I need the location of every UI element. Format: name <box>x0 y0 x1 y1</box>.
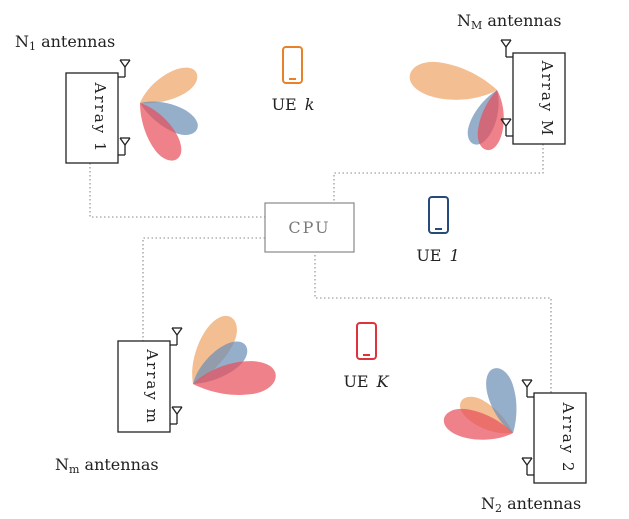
cpu-box <box>264 202 355 253</box>
array-M-box <box>512 52 566 145</box>
link-array-M <box>333 144 544 203</box>
antenna-icon <box>118 137 131 156</box>
antenna-icon <box>500 39 513 58</box>
array-1-group: Array 1 N1 antennas <box>15 32 203 167</box>
array-2-label: Array 2 <box>559 402 577 474</box>
antenna-icon <box>170 406 183 425</box>
array-2-beams <box>441 364 527 446</box>
antenna-icon <box>170 327 183 346</box>
cpu-label: CPU <box>288 218 330 237</box>
phone-icon <box>356 322 377 360</box>
array-2-antenna-count: N2 antennas <box>481 494 581 515</box>
array-m-label: Array m <box>143 348 161 425</box>
array-m-box <box>117 340 171 433</box>
antenna-icon <box>500 118 513 137</box>
array-1-antenna-count: N1 antennas <box>15 32 115 53</box>
array-M-label: Array M <box>538 60 556 138</box>
array-1-box <box>65 72 119 164</box>
array-1-label: Array 1 <box>91 82 109 154</box>
array-M-beams <box>407 58 509 152</box>
array-M-antenna-count: NM antennas <box>457 11 561 32</box>
beam-lobe <box>475 88 509 152</box>
array-2-box <box>533 392 587 484</box>
array-1-beams <box>127 60 203 167</box>
fronthaul-links <box>89 144 552 393</box>
array-m-group: Array m Nm antennas <box>55 309 278 476</box>
array-2-group: Array 2 N2 antennas <box>441 364 587 515</box>
phone-icon <box>282 46 303 84</box>
phone-icon <box>428 196 449 234</box>
antenna-icon <box>118 59 131 78</box>
array-m-beams <box>180 309 278 403</box>
array-m-antenna-count: Nm antennas <box>55 455 159 476</box>
array-M-group: Array M NM antennas <box>407 11 566 152</box>
antenna-icon <box>521 457 534 476</box>
link-array-2 <box>314 251 552 393</box>
cpu-node: CPU <box>264 202 355 253</box>
link-array-1 <box>89 163 265 218</box>
antenna-icon <box>521 379 534 398</box>
link-array-m <box>142 237 265 341</box>
